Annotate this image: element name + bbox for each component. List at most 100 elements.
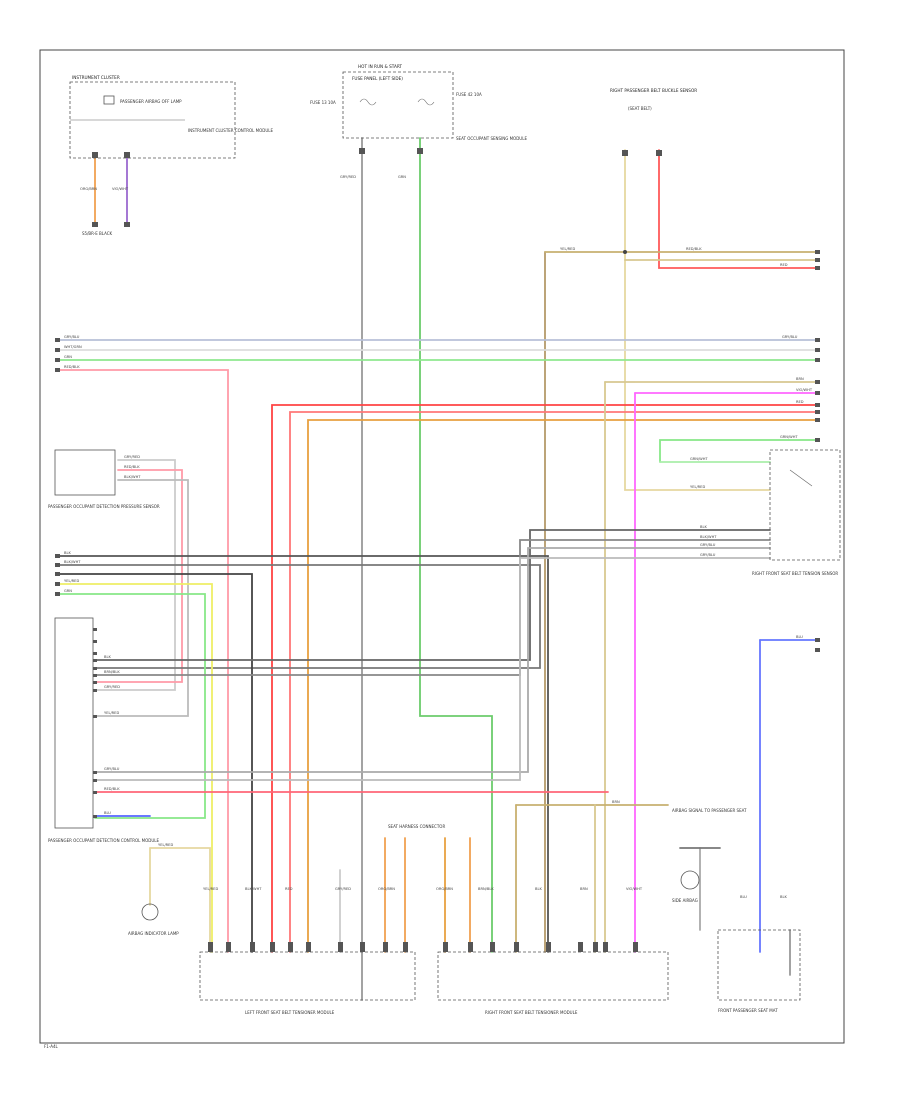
ic-conn-right bbox=[124, 152, 130, 158]
wl-mod-5: GRY/BLU bbox=[104, 767, 120, 771]
wire-green-switch bbox=[659, 439, 816, 463]
wl-occ-1: GRY/RED bbox=[124, 455, 140, 459]
wl-lt-1: YEL/RED bbox=[203, 887, 218, 891]
wire-labels: GRY/BLU GRY/BLU WHT/GRN GRN RED/BLK BRN … bbox=[64, 175, 813, 899]
left-tensioner-box bbox=[199, 951, 416, 1001]
fuse-panel-label: FUSE PANEL (LEFT SIDE) bbox=[352, 76, 403, 81]
driver-signal-label: AIRBAG SIGNAL TO PASSENGER SEAT bbox=[672, 808, 747, 813]
side-airbag-symbol bbox=[680, 870, 700, 890]
wl-mat-2: BLK bbox=[780, 895, 787, 899]
wl-occ-2: RED/BLK bbox=[124, 465, 140, 469]
wl-bus-3: GRN bbox=[64, 355, 72, 359]
wire-lower-1 bbox=[149, 847, 211, 953]
wire-bus-9 bbox=[307, 419, 816, 953]
diagram-frame bbox=[39, 49, 845, 1044]
wl-tension-2: BLK/WHT bbox=[700, 535, 717, 539]
fuse-right-symbol bbox=[417, 98, 435, 106]
wl-lt-3: RED bbox=[285, 887, 293, 891]
wire-bus-8 bbox=[289, 411, 816, 953]
wire-mod-2 bbox=[94, 539, 771, 676]
wl-rt-2: BRN/BLK bbox=[478, 887, 494, 891]
wire-fuse-right bbox=[419, 137, 493, 953]
passenger-mat-box bbox=[717, 929, 801, 1001]
wl-sensor-r2: RED bbox=[780, 263, 788, 267]
wl-ic-l: ORG/BRN bbox=[80, 187, 97, 191]
ic-conn-left bbox=[92, 152, 98, 158]
wires bbox=[59, 137, 816, 1001]
wl-left-4: YEL/RED bbox=[64, 579, 79, 583]
wire-occ-3 bbox=[94, 479, 189, 717]
passenger-mat-label: FRONT PASSENGER SEAT MAT bbox=[718, 1008, 778, 1013]
ic-plug-right bbox=[124, 222, 130, 227]
fuse-conn-right bbox=[417, 148, 423, 154]
wl-rt-5: VIO/WHT bbox=[626, 887, 643, 891]
fuse-notes-label: SEAT OCCUPANT SENSING MODULE bbox=[456, 136, 527, 141]
fuse-panel-box bbox=[342, 71, 454, 139]
wl-tension-4: GRY/BLU bbox=[700, 553, 716, 557]
airbag-module-box bbox=[54, 617, 94, 829]
ic-title: INSTRUMENT CLUSTER bbox=[72, 75, 120, 80]
wl-mod-3: GRY/RED bbox=[104, 685, 120, 689]
rear-sensor-note: (SEAT BELT) bbox=[628, 106, 652, 111]
wl-bus-7: RED bbox=[796, 400, 804, 404]
wl-green: GRN/WHT bbox=[780, 435, 798, 439]
wl-mod-2: BRN/BLK bbox=[104, 670, 120, 674]
components: INSTRUMENT CLUSTER PASSENGER AIRBAG OFF … bbox=[48, 64, 841, 1015]
airbag-module-pins bbox=[93, 628, 97, 818]
wire-sensor-right bbox=[658, 149, 816, 269]
wire-left-2 bbox=[59, 564, 541, 669]
wire-sensor-left bbox=[624, 149, 771, 491]
belt-switch-label: RIGHT FRONT SEAT BELT TENSION SENSOR bbox=[752, 571, 838, 576]
rear-sensor-conn-left bbox=[622, 150, 628, 156]
rear-sensor-conn-right bbox=[656, 150, 662, 156]
wl-tension-1: BLK bbox=[700, 525, 707, 529]
ic-module-label: INSTRUMENT CLUSTER CONTROL MODULE bbox=[188, 128, 273, 133]
belt-switch-symbol bbox=[789, 469, 813, 487]
airbag-lamp-symbol bbox=[141, 903, 159, 921]
fuse-left-label: FUSE 13 10A bbox=[310, 100, 336, 105]
ic-indicator-label: PASSENGER AIRBAG OFF LAMP bbox=[120, 99, 182, 104]
wire-mod-1 bbox=[94, 529, 771, 661]
occupant-sensor-label: PASSENGER OCCUPANT DETECTION PRESSURE SE… bbox=[48, 504, 160, 509]
wl-bus-2: WHT/GRN bbox=[64, 345, 82, 349]
wire-left-3 bbox=[59, 573, 253, 953]
wl-sw-2: YEL/RED bbox=[690, 485, 705, 489]
wl-tension-3: GRY/BLU bbox=[700, 543, 716, 547]
wl-mod-1: BLK bbox=[104, 655, 111, 659]
belt-switch-box bbox=[769, 449, 841, 561]
wire-occ-1 bbox=[94, 459, 176, 691]
wire-left-5 bbox=[59, 593, 206, 819]
page-code: F1-A4L bbox=[44, 1044, 58, 1049]
wl-fuse-l: GRY/RED bbox=[340, 175, 356, 179]
ic-splice-label: S5/BR-E BLACK bbox=[82, 231, 113, 236]
right-tensioner-pins bbox=[443, 942, 638, 952]
wire-bus-7 bbox=[271, 404, 816, 953]
wl-bus-1: GRY/BLU bbox=[64, 335, 80, 339]
wire-mod-3 bbox=[94, 547, 771, 773]
ic-plug-left bbox=[92, 222, 98, 227]
wire-occ-2 bbox=[94, 469, 183, 683]
wl-bus-1r: GRY/BLU bbox=[782, 335, 798, 339]
left-tensioner-pins bbox=[208, 942, 408, 952]
wl-bus-4: RED/BLK bbox=[64, 365, 80, 369]
wl-rt-4: BRN bbox=[580, 887, 588, 891]
wl-left-2: BLK/WHT bbox=[64, 560, 81, 564]
wl-fuse-r: GRN bbox=[398, 175, 406, 179]
rear-sensor-splice bbox=[623, 250, 627, 254]
wire-mod-4 bbox=[94, 557, 771, 781]
wl-mod-4: YEL/RED bbox=[104, 711, 119, 715]
wl-bus-6: VIO/WHT bbox=[796, 388, 813, 392]
occupant-sensor-box bbox=[54, 449, 116, 496]
fuse-conn-left bbox=[359, 148, 365, 154]
right-edge-connectors bbox=[815, 250, 820, 652]
right-tensioner-box bbox=[437, 951, 669, 1001]
fuse-hot-label: HOT IN RUN & START bbox=[358, 64, 402, 69]
wl-lt-2: BLK/WHT bbox=[245, 887, 262, 891]
left-edge-connectors bbox=[55, 338, 60, 596]
wl-left-5: GRN bbox=[64, 589, 72, 593]
right-tensioner-label: RIGHT FRONT SEAT BELT TENSIONER MODULE bbox=[485, 1010, 578, 1015]
wl-sensor-top: YEL/RED bbox=[560, 247, 575, 251]
wl-lower-mid: BRN bbox=[612, 800, 620, 804]
wl-mod-blue: BLU bbox=[104, 811, 111, 815]
